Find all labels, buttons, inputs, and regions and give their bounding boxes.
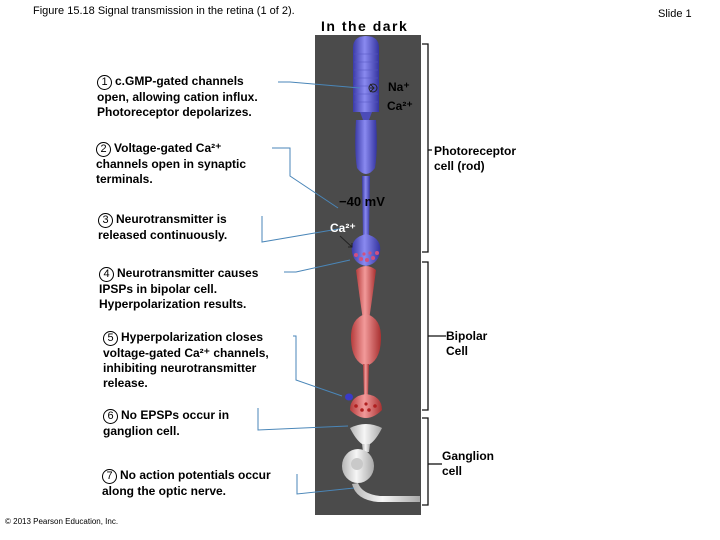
step-line: No action potentials occur [120,468,271,482]
step-line: inhibiting neurotransmitter [103,361,256,375]
step-number-badge: 4 [99,267,114,282]
step-line: released continuously. [98,228,227,242]
step-number-badge: 6 [103,409,118,424]
step-line: No EPSPs occur in [121,408,229,422]
bipolar-cell-label: Bipolar Cell [446,329,487,359]
step-number-badge: 5 [103,331,118,346]
step-line: Voltage-gated Ca²⁺ [114,141,221,155]
step-line: along the optic nerve. [102,484,226,498]
figure-title: Figure 15.18 Signal transmission in the … [33,5,295,17]
step-line: IPSPs in bipolar cell. [99,282,217,296]
slide-label: Slide 1 [658,8,692,20]
label-line: cell (rod) [434,159,485,173]
membrane-voltage-label: −40 mV [339,194,385,209]
photoreceptor-cell-label: Photoreceptor cell (rod) [434,144,516,174]
na-ion-label: Na⁺ [388,80,410,94]
step-line: release. [103,376,148,390]
cell-brackets [422,44,446,505]
ca-ion-label-top: Ca²⁺ [387,99,413,113]
step-line: c.GMP-gated channels [115,74,244,88]
step-number-badge: 1 [97,75,112,90]
step-line: channels open in synaptic [96,157,246,171]
label-line: Photoreceptor [434,144,516,158]
step-number-badge: 3 [98,213,113,228]
rod-bipolar-synapse [345,394,353,401]
ca-ion-label-terminal: Ca²⁺ [330,221,356,235]
step-line: Photoreceptor depolarizes. [97,105,252,119]
step-line: Neurotransmitter causes [117,266,258,280]
step-line: open, allowing cation influx. [97,90,258,104]
step-line: ganglion cell. [103,424,180,438]
label-line: Cell [446,344,468,358]
step-line: Hyperpolarization results. [99,297,246,311]
step-line: voltage-gated Ca²⁺ channels, [103,346,269,360]
label-line: cell [442,464,462,478]
step-number-badge: 7 [102,469,117,484]
ganglion-cell-label: Ganglion cell [442,449,494,479]
diagram-subtitle: In the dark [321,18,408,34]
label-line: Bipolar [446,329,487,343]
step-line: Hyperpolarization closes [121,330,263,344]
step-number-badge: 2 [96,142,111,157]
copyright-notice: © 2013 Pearson Education, Inc. [5,517,118,526]
label-line: Ganglion [442,449,494,463]
step-line: Neurotransmitter is [116,212,227,226]
step-line: terminals. [96,172,153,186]
